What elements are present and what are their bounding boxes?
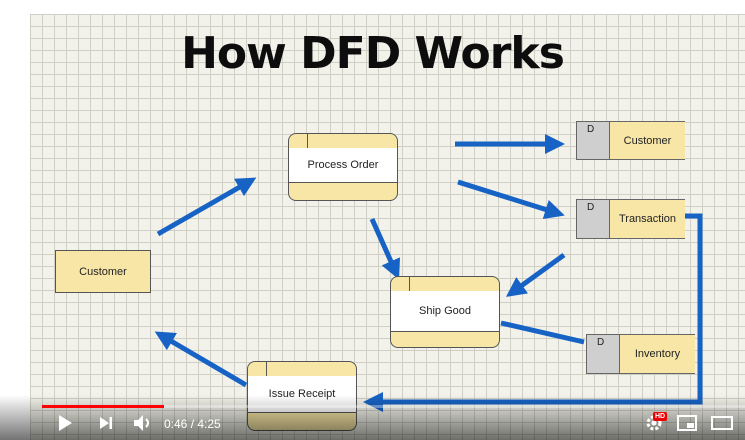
store-id: D xyxy=(576,121,610,160)
progress-bar[interactable] xyxy=(42,405,745,408)
store-id: D xyxy=(586,334,620,374)
progress-fill xyxy=(42,405,164,408)
hd-badge: HD xyxy=(653,412,668,421)
time-display: 0:46 / 4:25 xyxy=(164,417,221,431)
store-id: D xyxy=(576,199,610,239)
customer-entity-label: Customer xyxy=(79,265,127,278)
theater-mode-button[interactable] xyxy=(710,412,734,434)
arrow-ship-good-to-inventory xyxy=(500,320,585,345)
process-order: Process Order xyxy=(288,133,398,201)
volume-icon xyxy=(134,415,149,431)
theater-icon xyxy=(711,416,733,430)
customer-entity: Customer xyxy=(55,250,151,293)
next-icon xyxy=(100,417,112,429)
store-inventory: D Inventory xyxy=(586,334,695,374)
arrow-issue-receipt-to-customer xyxy=(154,331,248,388)
process-ship-good: Ship Good xyxy=(390,276,500,348)
arrow-transaction-to-ship-good xyxy=(505,252,566,297)
play-icon xyxy=(59,415,72,431)
store-name: Transaction xyxy=(610,199,685,239)
store-transaction: D Transaction xyxy=(576,199,685,239)
arrow-process-order-to-transaction-store xyxy=(457,179,565,220)
ship-good-label: Ship Good xyxy=(391,291,499,332)
arrow-process-order-to-ship-good xyxy=(369,217,401,280)
store-name: Inventory xyxy=(620,334,695,374)
next-button[interactable] xyxy=(96,412,116,434)
player-controls: 0:46 / 4:25 HD xyxy=(0,395,745,440)
store-customer: D Customer xyxy=(576,121,685,160)
miniplayer-icon xyxy=(677,415,697,431)
slide-title: How DFD Works xyxy=(181,28,565,79)
miniplayer-button[interactable] xyxy=(676,412,698,434)
play-button[interactable] xyxy=(54,412,76,434)
process-order-label: Process Order xyxy=(289,148,397,183)
store-name: Customer xyxy=(610,121,685,160)
mute-button[interactable] xyxy=(131,412,155,434)
arrow-customer-to-process-order xyxy=(156,177,257,237)
